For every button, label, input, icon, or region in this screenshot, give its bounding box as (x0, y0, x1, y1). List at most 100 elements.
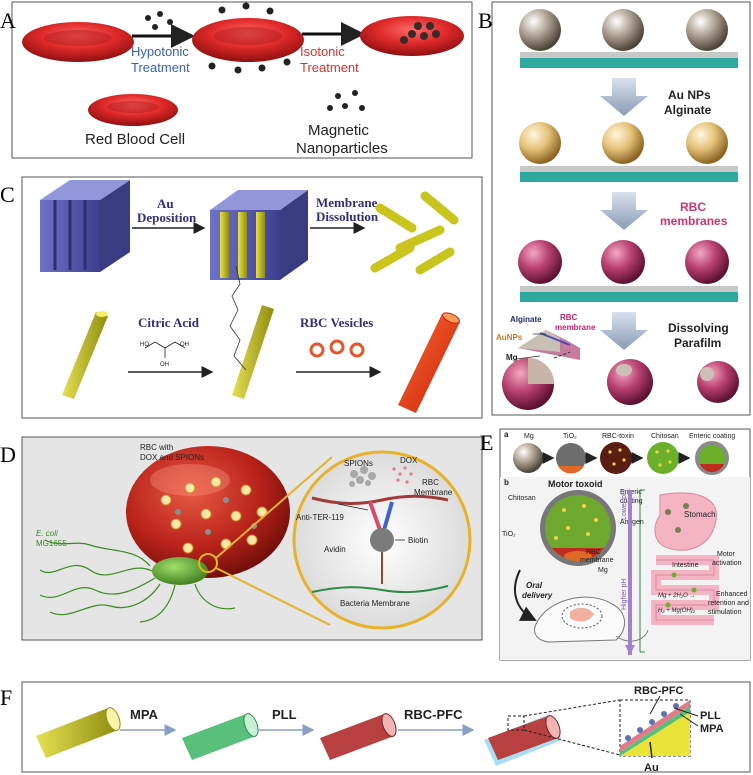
label-au-nps: Au NPs (668, 88, 711, 102)
motor-fabrication-row (513, 441, 729, 475)
label-rbc-membrane-d: RBC (422, 478, 439, 487)
label-zoom-mpa: MPA (700, 723, 724, 735)
panel-f: F MPA PLL RBC-PFC (0, 681, 751, 774)
label-motor: Motor (717, 551, 736, 558)
label-mg1655: MG1655 (36, 539, 67, 548)
label-tio2-a: TiO₂ (563, 433, 577, 440)
panel-d-letter: D (0, 442, 16, 467)
label-equation-1: Mg + 2H₂O → (658, 593, 695, 599)
label-hypotonic: Hypotonic (131, 44, 189, 59)
coated-nanotube (398, 312, 460, 413)
label-membrane-inset: membrane (555, 323, 596, 332)
label-motor-toxoid: Motor toxoid (548, 479, 603, 489)
label-pll: PLL (272, 707, 297, 722)
label-membrane-b: membrane (580, 557, 614, 564)
panel-a-letter: A (0, 8, 16, 33)
label-higher-ph: Higher pH (621, 578, 628, 610)
label-hypotonic-treatment: Treatment (131, 60, 190, 75)
label-parafilm: Parafilm (674, 336, 721, 350)
panel-b-letter: B (478, 8, 493, 33)
zoom-line-f-bottom (523, 729, 621, 756)
label-sub-b: b (504, 478, 509, 487)
label-deposition: Deposition (137, 210, 197, 225)
rbc-cell-legend (88, 94, 178, 126)
rbc-carrier (126, 446, 290, 578)
label-enteric-a: Enteric coating (689, 433, 735, 440)
filled-template (210, 190, 308, 280)
label-activation: activation (712, 560, 742, 567)
zoom-line-bottom (215, 567, 331, 626)
label-isotonic-treatment: Treatment (300, 60, 359, 75)
label-alginate-inset: Alginate (510, 315, 542, 324)
label-bacteria-membrane: Bacteria Membrane (340, 599, 410, 608)
svg-text:OH: OH (160, 362, 169, 368)
label-zoom-rbcpfc: RBC-PFC (634, 685, 684, 697)
label-dissolution: Dissolution (316, 209, 379, 224)
label-dox-spions: DOX and SPIONs (140, 453, 204, 462)
ph-gradient-bar (625, 489, 645, 655)
label-rbc-vesicles: RBC Vesicles (300, 315, 373, 330)
panel-d: D RBC with DOX and SPIONs E. coli MG1 (0, 436, 483, 641)
rbc-cell-2 (192, 2, 304, 74)
zoom-inset-circle (292, 450, 472, 630)
label-stomach: Stomach (684, 510, 716, 519)
label-enhanced: Enhanced (716, 591, 748, 598)
label-magnetic: Magnetic (308, 122, 369, 139)
layer-zoom-box (619, 695, 699, 759)
label-au: Au (157, 196, 174, 211)
label-retention: retention and (708, 600, 749, 607)
label-mg-b: Mg (598, 567, 608, 574)
panel-c: C Au Deposition Membrane Dissolution (0, 176, 483, 419)
label-spions: SPIONs (344, 459, 373, 468)
label-citric-acid: Citric Acid (138, 315, 200, 330)
label-membrane-d: Membrane (414, 488, 453, 497)
e-coli-bacterium (39, 539, 236, 623)
single-nanowire (62, 311, 108, 399)
label-nanoparticles: Nanoparticles (296, 140, 388, 157)
panel-f-letter: F (0, 685, 12, 710)
arrow-down-3 (600, 312, 648, 350)
panel-e-letter: E (480, 430, 493, 455)
label-ecoli: E. coli (36, 529, 58, 538)
label-biotin: Biotin (408, 536, 428, 545)
label-mg-a: Mg (524, 433, 534, 440)
label-isotonic: Isotonic (300, 44, 345, 59)
label-aunps-inset: AuNPs (496, 333, 523, 342)
citric-acid-structure: HO OH OH (140, 341, 189, 368)
panel-c-letter: C (0, 182, 15, 207)
label-rbc-step: RBC (680, 200, 706, 214)
label-chitosan-b: Chitosan (508, 495, 536, 502)
arrow-down-2 (600, 192, 648, 230)
panel-e: E a Mg TiO₂ RBC-toxin Chitosan Enteric c… (480, 428, 751, 661)
tube-yellow (36, 707, 121, 758)
label-rbc-with: RBC with (140, 443, 173, 452)
functionalized-nanowire (229, 265, 274, 399)
zoom-line-top (215, 456, 333, 559)
motor-toxoid-detail (540, 490, 616, 566)
label-delivery: delivery (522, 591, 553, 600)
label-dox: DOX (400, 456, 418, 465)
label-rbc-pfc: RBC-PFC (404, 707, 463, 722)
label-lower-ph: Lower pH (621, 490, 628, 520)
tube-red (320, 713, 397, 760)
arrow-oral-delivery (514, 569, 537, 621)
template-block (40, 180, 130, 272)
mouse (534, 596, 649, 643)
tube-coated (484, 714, 562, 766)
zoom-line-f-top (523, 699, 621, 717)
arrow-down-1 (600, 78, 648, 116)
pink-spheres-row (518, 240, 738, 302)
label-oral: Oral (526, 581, 543, 590)
digestive-tract (651, 492, 719, 625)
label-equation-2: H₂ + Mg(OH)₂ (658, 608, 696, 614)
panel-b: B Au NPs Alginate RBC membranes (478, 1, 751, 416)
magnetic-nanoparticles-dots (327, 90, 365, 111)
label-rbc-b: RBC (586, 549, 601, 556)
free-nanowires (370, 191, 459, 275)
label-sub-a: a (504, 430, 509, 439)
label-rbc-inset: RBC (560, 313, 578, 322)
svg-text:OH: OH (180, 342, 189, 348)
label-mpa: MPA (130, 707, 159, 722)
svg-text:HO: HO (140, 342, 149, 348)
